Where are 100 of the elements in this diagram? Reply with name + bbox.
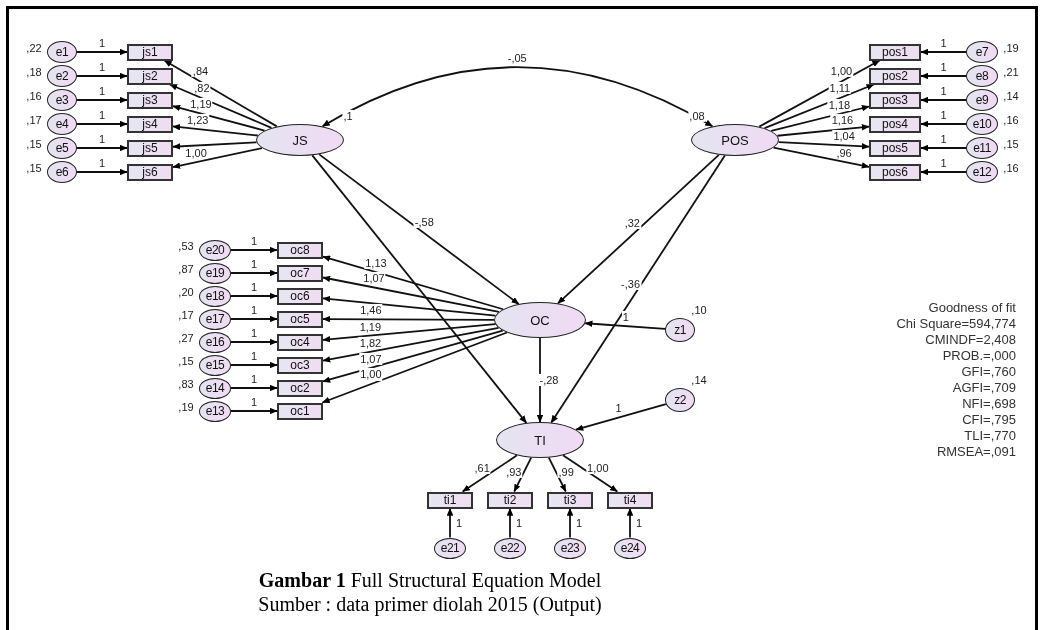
- path-arrow: [172, 141, 258, 150]
- indicator-rectangle: oc3: [277, 356, 323, 374]
- variance-label: ,17: [177, 308, 195, 322]
- path-arrow: [322, 329, 504, 383]
- path-arrow: [230, 338, 278, 346]
- error-term-circle: e22: [494, 537, 526, 559]
- path-coefficient-label: 1,46: [359, 304, 383, 317]
- path-coefficient-label: 1: [454, 516, 464, 530]
- path-arrow: [763, 83, 875, 130]
- variance-label: ,1: [342, 109, 354, 123]
- error-term-circle: e24: [614, 537, 646, 559]
- variance-label: ,83: [177, 377, 195, 391]
- variance-label: ,08: [688, 109, 706, 123]
- path-coefficient-label: 1: [97, 108, 107, 122]
- path-coefficient-label: 1: [939, 156, 948, 170]
- path-coefficient-label: 1: [574, 516, 584, 530]
- variance-label: ,15: [177, 354, 195, 368]
- path-arrow: [230, 361, 278, 369]
- path-coefficient-label: 1: [939, 36, 948, 50]
- variance-label: ,22: [25, 41, 43, 55]
- error-term-circle: e17: [199, 308, 231, 330]
- path-coefficient-label: 1: [249, 326, 259, 340]
- path-coefficient-label: 1,18: [827, 98, 852, 111]
- indicator-rectangle: oc5: [277, 310, 323, 328]
- error-term-circle: e14: [199, 377, 231, 399]
- path-arrow: [626, 507, 634, 539]
- path-arrow: [322, 255, 504, 311]
- path-arrow: [776, 124, 870, 137]
- path-arrow: [172, 147, 263, 169]
- path-coefficient-label: 1: [249, 303, 259, 317]
- path-coefficient-label: -,36: [620, 278, 642, 291]
- path-coefficient-label: 1: [634, 516, 644, 530]
- path-arrow: [506, 507, 514, 539]
- path-coefficient-label: 1,00: [829, 65, 854, 78]
- error-term-circle: e23: [554, 537, 586, 559]
- path-coefficient-label: 1,19: [189, 98, 213, 111]
- variance-label: ,19: [1002, 41, 1020, 55]
- path-coefficient-label: 1: [939, 84, 948, 98]
- path-arrow: [172, 124, 259, 137]
- source-note: Sumber : data primer diolah 2015 (Output): [258, 592, 602, 616]
- path-arrow: [76, 96, 128, 104]
- path-arrow: [920, 120, 967, 128]
- path-arrow: [920, 72, 967, 80]
- latent-variable-ellipse: OC: [494, 302, 586, 338]
- error-term-circle: e21: [434, 537, 466, 559]
- latent-variable-ellipse: JS: [256, 124, 344, 156]
- error-term-circle: e15: [199, 354, 231, 376]
- path-arrow: [76, 120, 128, 128]
- variance-label: ,14: [690, 373, 708, 387]
- path-coefficient-label: 1: [514, 516, 524, 530]
- path-arrow: [169, 83, 273, 129]
- path-coefficient-label: ,61: [473, 461, 491, 474]
- path-arrow: [321, 331, 508, 404]
- error-term-circle: e11: [966, 137, 998, 159]
- path-arrow: [322, 315, 495, 323]
- path-arrow: [550, 154, 726, 424]
- path-coefficient-label: ,93: [505, 466, 523, 479]
- variance-label: ,16: [25, 89, 43, 103]
- indicator-rectangle: pos4: [869, 115, 921, 133]
- path-arrow: [76, 48, 128, 56]
- variance-label: ,27: [177, 331, 195, 345]
- indicator-rectangle: js2: [127, 67, 173, 85]
- error-term-circle: z2: [665, 388, 695, 412]
- path-coefficient-label: 1: [97, 132, 107, 146]
- path-coefficient-label: 1,82: [358, 336, 383, 349]
- indicator-rectangle: pos6: [869, 163, 921, 181]
- path-arrow: [562, 454, 619, 493]
- indicator-rectangle: js6: [127, 163, 173, 181]
- error-term-circle: e7: [966, 41, 998, 63]
- path-arrow: [322, 295, 497, 317]
- path-coefficient-label: 1,00: [586, 461, 610, 474]
- path-arrow: [230, 407, 278, 415]
- path-coefficient-label: 1,04: [832, 130, 856, 143]
- path-coefficient-label: 1: [249, 257, 259, 271]
- error-term-circle: e1: [47, 41, 77, 63]
- fit-index-text: CMINDF=2,408: [925, 332, 1016, 348]
- indicator-rectangle: oc6: [277, 287, 323, 305]
- indicator-rectangle: ti3: [547, 491, 593, 509]
- error-term-circle: e3: [47, 89, 77, 111]
- path-coefficient-label: 1: [97, 84, 107, 98]
- variance-label: ,16: [1002, 161, 1020, 175]
- path-arrow: [777, 141, 870, 150]
- variance-label: ,53: [177, 239, 195, 253]
- error-term-circle: e19: [199, 262, 231, 284]
- indicator-rectangle: js3: [127, 91, 173, 109]
- path-coefficient-label: 1: [249, 395, 259, 409]
- error-term-circle: e10: [966, 113, 998, 135]
- path-coefficient-label: 1: [621, 311, 630, 324]
- figure-caption: Gambar 1 Full Structural Equation Model: [258, 568, 602, 592]
- path-arrow: [230, 315, 278, 323]
- fit-index-text: RMSEA=,091: [936, 444, 1016, 460]
- path-arrow: [172, 104, 266, 132]
- path-coefficient-label: ,96: [835, 146, 853, 159]
- indicator-rectangle: oc8: [277, 241, 323, 259]
- path-coefficient-label: 1: [939, 60, 948, 74]
- path-coefficient-label: 1: [97, 36, 107, 50]
- path-arrow: [311, 154, 528, 424]
- variance-label: ,15: [25, 137, 43, 151]
- error-term-circle: e16: [199, 331, 231, 353]
- path-arrow: [322, 323, 497, 343]
